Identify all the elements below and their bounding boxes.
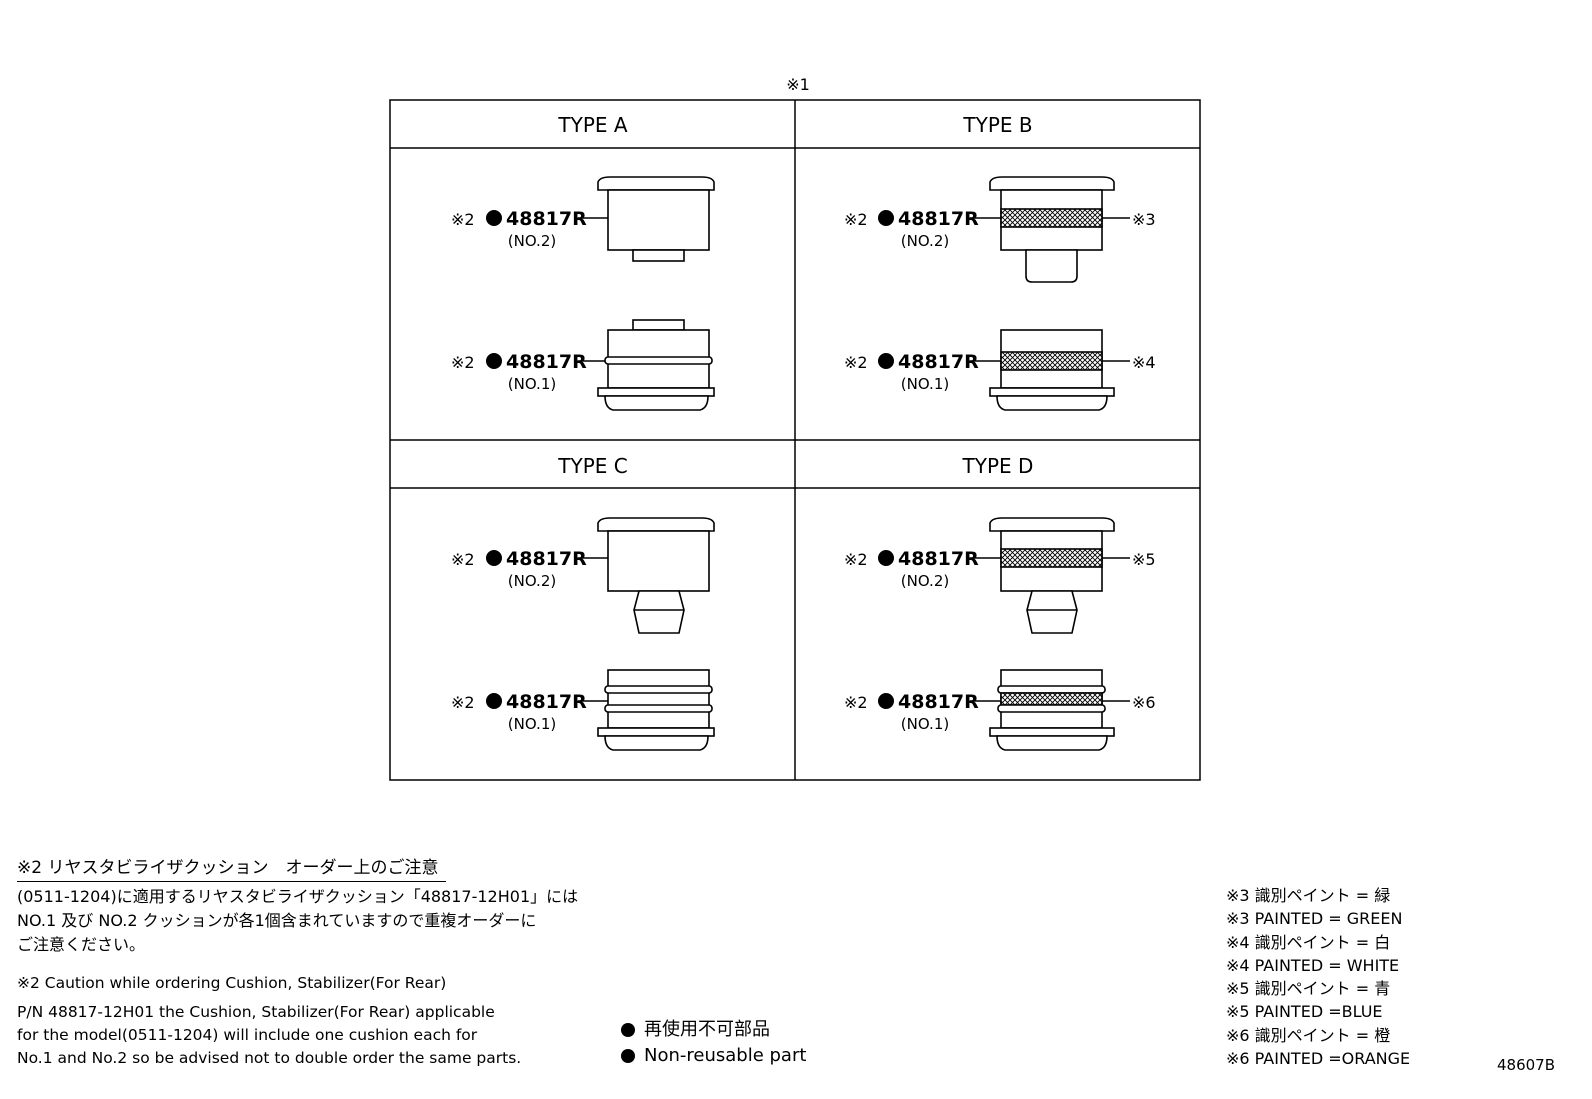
type-d-cell: ※2 48817R (NO.2) ※5 ※2 48817R (NO.1) ※6 xyxy=(844,517,1156,751)
part-ref-mark: ※2 xyxy=(451,550,475,569)
paint-note: ※3 識別ペイント = 緑 xyxy=(1226,886,1391,905)
non-reusable-dot xyxy=(878,210,894,226)
type-d-header: TYPE D xyxy=(962,454,1034,478)
cushion-no1-drawing xyxy=(597,669,715,751)
part-ref-mark: ※2 xyxy=(844,353,868,372)
paint-note: ※5 PAINTED =BLUE xyxy=(1226,1002,1383,1022)
note-en-body: P/N 48817-12H01 the Cushion, Stabilizer(… xyxy=(17,1001,521,1070)
cushion-no2-drawing xyxy=(989,176,1115,283)
note-en-line: No.1 and No.2 so be advised not to doubl… xyxy=(17,1049,522,1067)
part-sub-label: (NO.2) xyxy=(901,232,949,250)
note-jp-line: (0511-1204)に適用するリヤスタビライザクッション「48817-12H0… xyxy=(17,887,579,906)
type-b-cell: ※2 48817R (NO.2) ※3 ※2 48817R (NO.1) ※4 xyxy=(844,176,1156,411)
paint-note: ※4 PAINTED = WHITE xyxy=(1226,955,1400,975)
paint-note-list: ※3 識別ペイント = 緑 ※3 PAINTED = GREEN ※4 識別ペイ… xyxy=(1226,884,1410,1070)
part-number: 48817R xyxy=(898,351,979,373)
paint-ref-mark: ※3 xyxy=(1132,210,1156,229)
non-reusable-dot xyxy=(878,353,894,369)
non-reusable-dot-icon xyxy=(621,1023,635,1037)
type-c-cell: ※2 48817R (NO.2) ※2 48817R (NO.1) xyxy=(451,517,715,751)
cushion-no1-drawing xyxy=(597,319,715,411)
legend-row-en: Non-reusable part xyxy=(621,1043,806,1069)
part-sub-label: (NO.2) xyxy=(508,232,556,250)
part-ref-mark: ※2 xyxy=(451,210,475,229)
part-ref-mark: ※2 xyxy=(844,210,868,229)
non-reusable-dot xyxy=(486,693,502,709)
paint-ref-mark: ※5 xyxy=(1132,550,1156,569)
part-number: 48817R xyxy=(506,548,587,570)
type-table xyxy=(389,99,1201,781)
cushion-no2-drawing xyxy=(989,517,1115,634)
paint-ref-mark: ※6 xyxy=(1132,693,1156,712)
legend-row-jp: 再使用不可部品 xyxy=(621,1017,806,1043)
non-reusable-dot-icon xyxy=(621,1049,635,1063)
paint-note: ※3 PAINTED = GREEN xyxy=(1226,909,1403,929)
part-number: 48817R xyxy=(898,208,979,230)
cushion-no2-drawing xyxy=(597,517,715,634)
figure-code: 48607B xyxy=(1497,1056,1556,1074)
non-reusable-dot xyxy=(486,210,502,226)
cushion-no1-drawing xyxy=(989,329,1115,411)
note-jp-line: ご注意ください。 xyxy=(17,935,146,954)
part-ref-mark: ※2 xyxy=(451,693,475,712)
paint-note: ※4 識別ペイント = 白 xyxy=(1226,932,1391,952)
legend-jp-label: 再使用不可部品 xyxy=(644,1019,770,1040)
legend: 再使用不可部品 Non-reusable part xyxy=(621,1017,806,1069)
part-sub-label: (NO.2) xyxy=(508,572,556,590)
note-jp-line: NO.1 及び NO.2 クッションが各1個含まれていますので重複オーダーに xyxy=(17,911,537,930)
part-sub-label: (NO.1) xyxy=(901,375,949,393)
type-b-header: TYPE B xyxy=(962,113,1032,137)
part-ref-mark: ※2 xyxy=(844,550,868,569)
part-sub-label: (NO.2) xyxy=(901,572,949,590)
part-sub-label: (NO.1) xyxy=(508,715,556,733)
part-sub-label: (NO.1) xyxy=(901,715,949,733)
cushion-no1-drawing xyxy=(989,669,1115,751)
part-ref-mark: ※2 xyxy=(844,693,868,712)
note-jp-body: (0511-1204)に適用するリヤスタビライザクッション「48817-12H0… xyxy=(17,885,578,957)
non-reusable-dot xyxy=(878,693,894,709)
note-jp-title: ※2 リヤスタビライザクッション オーダー上のご注意 xyxy=(17,856,447,882)
paint-note: ※6 PAINTED =ORANGE xyxy=(1226,1049,1411,1069)
part-ref-mark: ※2 xyxy=(451,353,475,372)
part-sub-label: (NO.1) xyxy=(508,375,556,393)
legend-en-label: Non-reusable part xyxy=(644,1045,807,1066)
type-c-header: TYPE C xyxy=(557,454,627,478)
cushion-no2-drawing xyxy=(597,176,715,262)
type-a-cell: ※2 48817R (NO.2) ※2 48817R (NO.1) xyxy=(451,176,715,411)
part-number: 48817R xyxy=(506,691,587,713)
paint-note: ※6 識別ペイント = 橙 xyxy=(1226,1025,1391,1045)
part-number: 48817R xyxy=(898,548,979,570)
paint-note: ※5 識別ペイント = 青 xyxy=(1226,979,1391,999)
note-en-line: P/N 48817-12H01 the Cushion, Stabilizer(… xyxy=(17,1003,495,1021)
paint-ref-mark: ※4 xyxy=(1132,353,1156,372)
top-ref-mark: ※1 xyxy=(786,75,810,94)
non-reusable-dot xyxy=(878,550,894,566)
part-number: 48817R xyxy=(898,691,979,713)
part-number: 48817R xyxy=(506,208,587,230)
non-reusable-dot xyxy=(486,353,502,369)
part-number: 48817R xyxy=(506,351,587,373)
non-reusable-dot xyxy=(486,550,502,566)
note-en-title: ※2 Caution while ordering Cushion, Stabi… xyxy=(17,974,447,992)
note-en-line: for the model(0511-1204) will include on… xyxy=(17,1026,478,1044)
type-a-header: TYPE A xyxy=(557,113,627,137)
